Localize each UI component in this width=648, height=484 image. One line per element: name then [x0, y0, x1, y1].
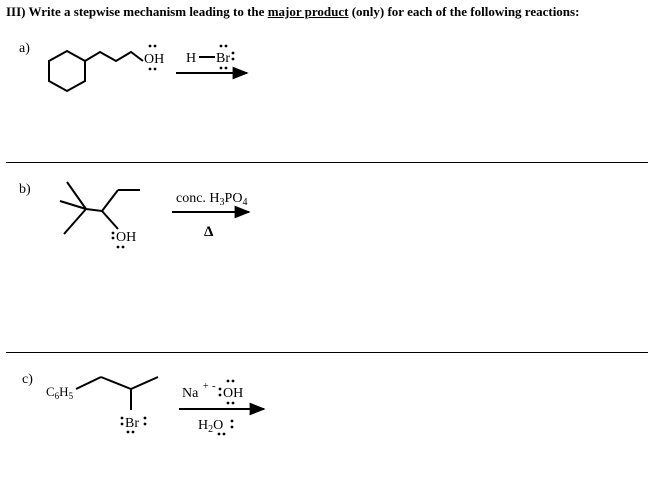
phenyl-group: C6H5: [46, 384, 74, 401]
part-b-oh-text: OH: [116, 230, 136, 245]
part-a-reagent: H Br: [186, 44, 235, 70]
part-a-oh-group: OH: [144, 44, 164, 71]
heading-underlined: major product: [267, 4, 349, 19]
divider-a-b: [6, 162, 648, 163]
svg-text:Na: Na: [182, 386, 199, 401]
part-a-oh-text: OH: [144, 52, 164, 67]
hydroxide-text: OH: [223, 386, 243, 401]
part-b-oh-group: OH: [111, 230, 136, 249]
part-c-br-text: Br: [125, 416, 139, 431]
propyl-chain: [84, 50, 144, 63]
divider-b-c: [6, 352, 648, 353]
part-a-label: a): [19, 41, 30, 56]
part-c-solvent: H2O: [198, 418, 234, 436]
reagent-br-text: Br: [216, 51, 230, 66]
part-c-br-group: Br: [120, 416, 147, 434]
reagent-h-text: H: [186, 51, 196, 66]
question-heading: III) Write a stepwise mechanism leading …: [6, 4, 579, 20]
heading-prefix: III) Write a stepwise mechanism leading …: [6, 4, 268, 19]
svg-text:H2O: H2O: [198, 418, 223, 435]
cyclohexane-ring: [48, 49, 86, 93]
svg-text:-: -: [212, 380, 216, 392]
part-c-label: c): [22, 372, 33, 387]
part-c-structure: [75, 376, 159, 410]
heat-symbol: Δ: [204, 224, 214, 240]
part-a-structure: [48, 49, 144, 93]
svg-text:+: +: [203, 381, 209, 392]
part-b-label: b): [19, 182, 31, 197]
part-b-structure: [59, 181, 140, 235]
part-b-reagent: conc. H3PO4: [176, 191, 247, 208]
heading-suffix: (only) for each of the following reactio…: [348, 4, 580, 19]
part-c-reagent: Na + - OH: [182, 379, 243, 405]
